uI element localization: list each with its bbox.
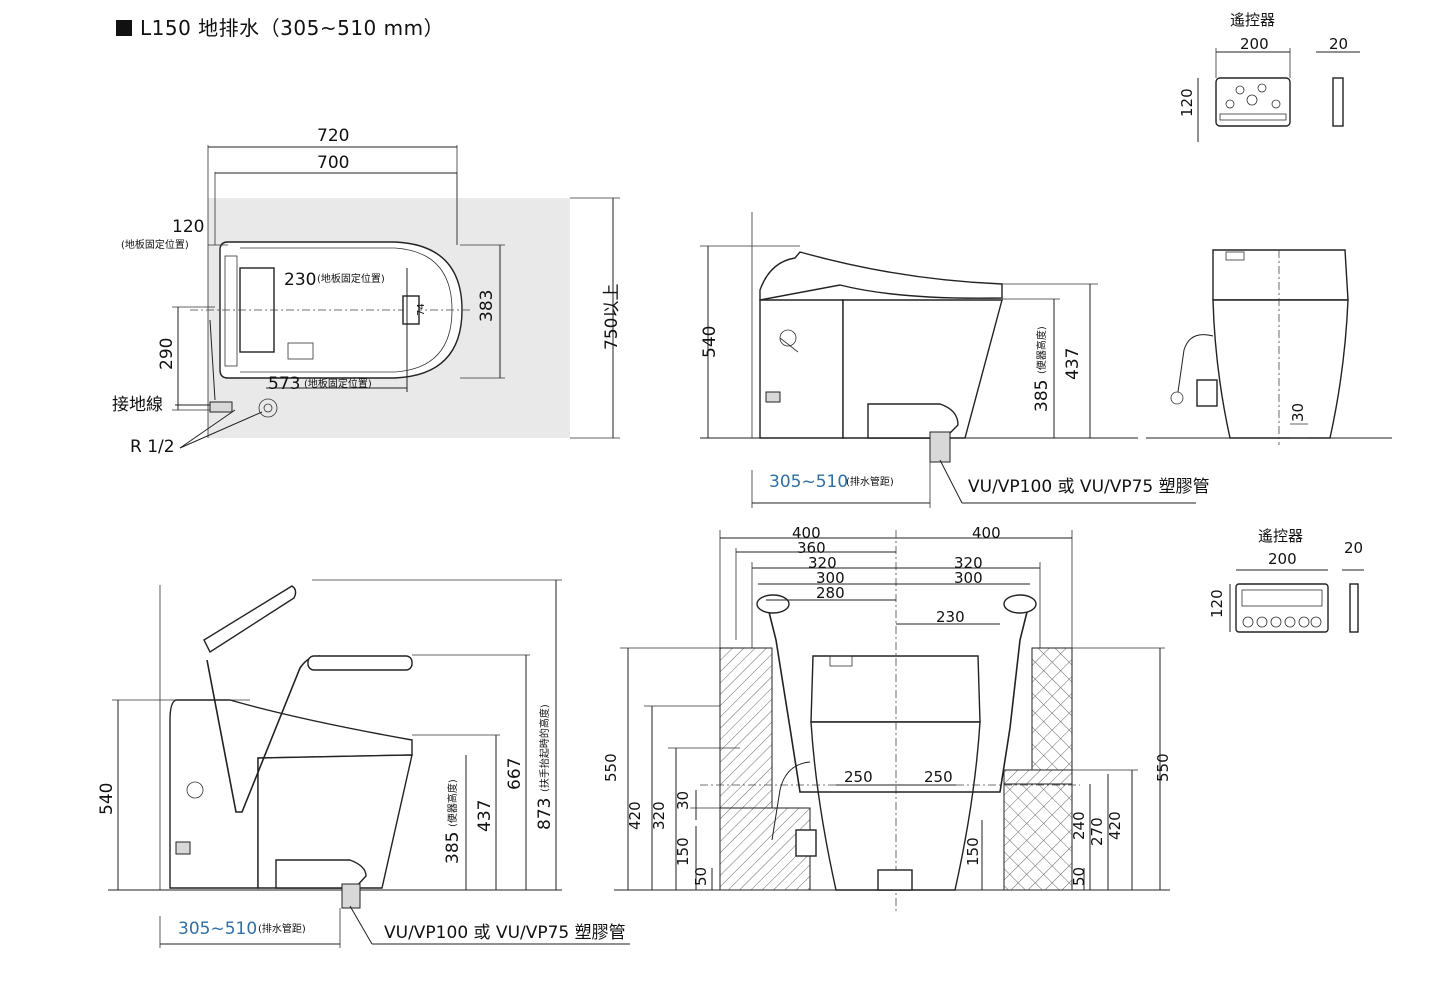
left-wall-base (719, 807, 811, 891)
handrail-drain-label: (排水管距) (258, 922, 306, 935)
remote-top-height: 120 (1178, 88, 1196, 117)
handrail-drain-distance: 305~510 (178, 919, 257, 939)
remote-bottom-label: 遙控器 (1258, 527, 1303, 545)
front-360: 360 (797, 539, 826, 557)
ground-wire-label: 接地線 (112, 395, 163, 415)
dim-120: 120 (172, 217, 204, 237)
front-300-left: 300 (816, 569, 845, 587)
r-half-label: R 1/2 (130, 437, 175, 457)
dim-74: 74 (416, 303, 427, 316)
dim-700: 700 (317, 153, 349, 173)
front-320-left: 320 (808, 554, 837, 572)
handrail-dim-873: 873 (535, 798, 555, 830)
front-right-420: 420 (1106, 811, 1124, 840)
front-handrail-view (614, 530, 1170, 912)
title-text: L150 地排水（305~510 mm） (140, 16, 445, 40)
front-230: 230 (936, 608, 965, 626)
remote-top-side (1332, 77, 1344, 127)
front-left-150: 150 (674, 837, 692, 866)
front-400-right: 400 (972, 524, 1001, 542)
side-drain-distance: 305~510 (769, 472, 848, 492)
plan-view (172, 145, 620, 449)
floor-fix-label-3: (地板固定位置) (304, 377, 372, 390)
right-wall-band (1003, 769, 1073, 785)
front-right-270: 270 (1088, 817, 1106, 846)
handrail-side-view (108, 579, 630, 948)
side-dim-385: 385 (1032, 380, 1052, 412)
remote-bottom (1229, 569, 1364, 633)
remote-bottom-side (1349, 583, 1359, 633)
side-toilet-height: (便器高度) (1035, 326, 1048, 374)
side-dim-437: 437 (1063, 348, 1083, 380)
dim-383: 383 (477, 290, 497, 322)
front-280: 280 (816, 584, 845, 602)
left-wall (719, 647, 773, 809)
remote-bottom-height: 120 (1208, 589, 1226, 618)
front-300-right: 300 (954, 569, 983, 587)
remote-top-body (1215, 77, 1291, 127)
diagram-title: L150 地排水（305~510 mm） (116, 12, 444, 41)
side-pipe-label: VU/VP100 或 VU/VP75 塑膠管 (968, 477, 1210, 497)
handrail-dim-667: 667 (505, 758, 525, 790)
dim-230: 230 (284, 270, 316, 290)
handrail-dim-437: 437 (475, 800, 495, 832)
back-view (1146, 249, 1392, 445)
handrail-dim-385: 385 (443, 832, 463, 864)
right-wall (1031, 647, 1073, 771)
side-drain-label: (排水管距) (846, 475, 894, 488)
front-320-right: 320 (954, 554, 983, 572)
floor-fix-label-1: (地板固定位置) (121, 238, 189, 251)
back-dim-30: 30 (1289, 403, 1307, 422)
front-250-left: 250 (844, 768, 873, 786)
front-right-240: 240 (1070, 811, 1088, 840)
front-left-420: 420 (626, 801, 644, 830)
handrail-raised-height: (扶手抬起時的高度) (538, 704, 551, 792)
remote-bottom-depth: 20 (1344, 539, 1363, 557)
front-250-right: 250 (924, 768, 953, 786)
handrail-dim-540: 540 (97, 783, 117, 815)
handrail-pipe-label: VU/VP100 或 VU/VP75 塑膠管 (384, 923, 626, 943)
dim-290: 290 (157, 338, 177, 370)
front-right-50: 50 (1070, 867, 1088, 886)
side-dim-540: 540 (700, 326, 720, 358)
remote-bottom-width: 200 (1268, 550, 1297, 568)
front-400-left: 400 (792, 524, 821, 542)
front-left-30: 30 (674, 791, 692, 810)
dim-573: 573 (268, 374, 300, 394)
square-bullet-icon (116, 20, 132, 36)
right-wall-base (1003, 783, 1073, 891)
dim-750: 750以上 (602, 284, 622, 350)
floor-fix-label-2: (地板固定位置) (317, 272, 385, 285)
remote-top (1197, 48, 1360, 142)
remote-top-label: 遙控器 (1230, 11, 1275, 29)
front-left-550: 550 (602, 753, 620, 782)
front-right-550: 550 (1154, 753, 1172, 782)
remote-top-depth: 20 (1329, 35, 1348, 53)
remote-top-width: 200 (1240, 35, 1269, 53)
handrail-toilet-height: (便器高度) (446, 779, 459, 827)
front-left-50: 50 (692, 867, 710, 886)
front-right-150: 150 (964, 837, 982, 866)
side-view (700, 212, 1196, 508)
remote-bottom-body (1235, 583, 1329, 633)
dim-720: 720 (317, 126, 349, 146)
front-left-320: 320 (650, 801, 668, 830)
